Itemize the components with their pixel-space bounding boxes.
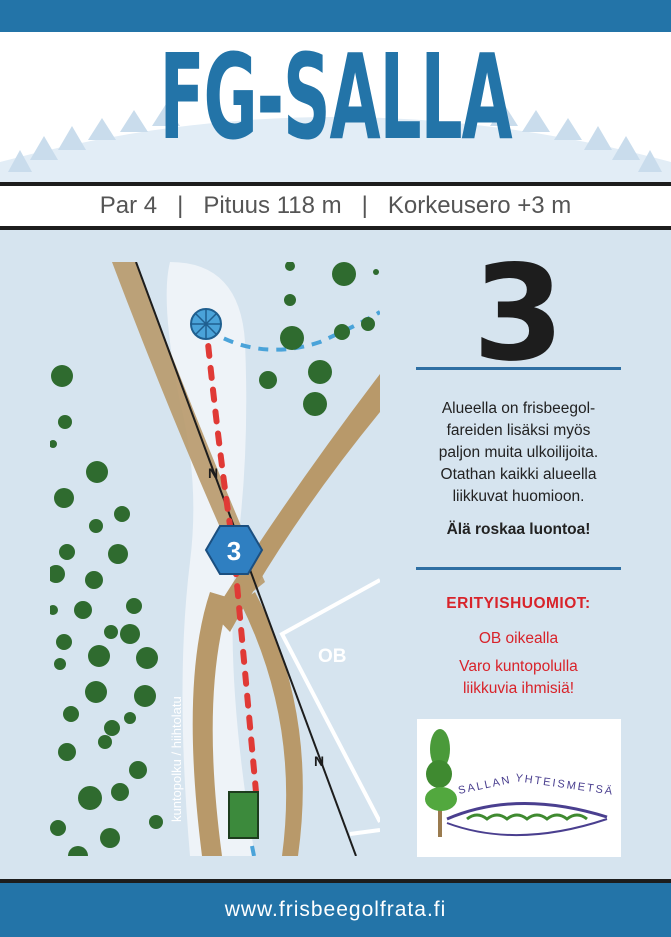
description-line: Alueella on frisbeegol-	[441, 400, 596, 417]
ob-line	[279, 578, 380, 823]
website-link[interactable]: www.frisbeegolfrata.fi	[224, 898, 447, 921]
page-title: FG-SALLA	[159, 32, 513, 166]
ob-line	[349, 828, 380, 836]
walking-path	[192, 592, 230, 856]
special-note-line: Varo kuntopolulla	[459, 658, 578, 675]
separator: |	[177, 192, 184, 219]
description: Alueella on frisbeegol- fareiden lisäksi…	[416, 398, 621, 508]
hole-info-bar: Par 4 | Pituus 118 m | Korkeusero +3 m	[0, 182, 671, 230]
north-marker: N	[208, 465, 218, 481]
divider	[416, 567, 621, 570]
footer-url[interactable]: www.frisbeegolfrata.fi	[0, 879, 671, 937]
hole-badge: 3	[204, 525, 264, 575]
par-text: Par 4	[99, 192, 158, 219]
header: FG-SALLA	[0, 32, 671, 182]
svg-text:YHTEISMETSÄ: YHTEISMETSÄ	[515, 772, 615, 798]
walking-path	[240, 592, 303, 856]
tee-pad	[228, 791, 259, 839]
separator: |	[361, 192, 368, 219]
ob-label: OB	[318, 646, 347, 667]
trees	[50, 262, 379, 856]
special-notes-title: ERITYISHUOMIOT:	[446, 595, 591, 612]
dashed-route	[250, 845, 256, 856]
description-line: paljon muita ulkoilijoita.	[438, 444, 599, 461]
description-line: Otathan kaikki alueella	[440, 466, 597, 483]
trail-label: kuntopolku / hiihtolatu	[169, 696, 184, 822]
svg-text:3: 3	[227, 536, 241, 566]
sallan-yhteismetsa-logo: SALLAN YHTEISMETSÄ	[425, 729, 615, 837]
divider	[416, 367, 621, 370]
length-text: Pituus 118 m	[203, 192, 342, 219]
special-note-line: liikkuvia ihmisiä!	[462, 680, 575, 697]
walking-path	[213, 374, 380, 632]
basket-icon	[190, 308, 222, 340]
description-line: fareiden lisäksi myös	[446, 422, 591, 439]
special-notes: OB oikealla Varo kuntopolulla liikkuvia …	[416, 628, 621, 700]
special-note-line: OB oikealla	[478, 630, 559, 647]
mountain-decoration	[0, 104, 671, 182]
top-bar	[0, 0, 671, 32]
hole-map: 3 N N OB kuntopolku / hiihtolatu	[50, 262, 380, 856]
description-line: liikkuvat huomioon.	[452, 488, 585, 505]
north-marker: N	[314, 753, 324, 769]
hole-number: 3	[472, 237, 565, 391]
svg-text:SALLAN: SALLAN	[457, 774, 513, 797]
warning-text: Älä roskaa luontoa!	[446, 521, 591, 538]
sponsor-logo: SALLAN YHTEISMETSÄ	[417, 719, 621, 857]
elevation-text: Korkeusero +3 m	[387, 192, 572, 219]
